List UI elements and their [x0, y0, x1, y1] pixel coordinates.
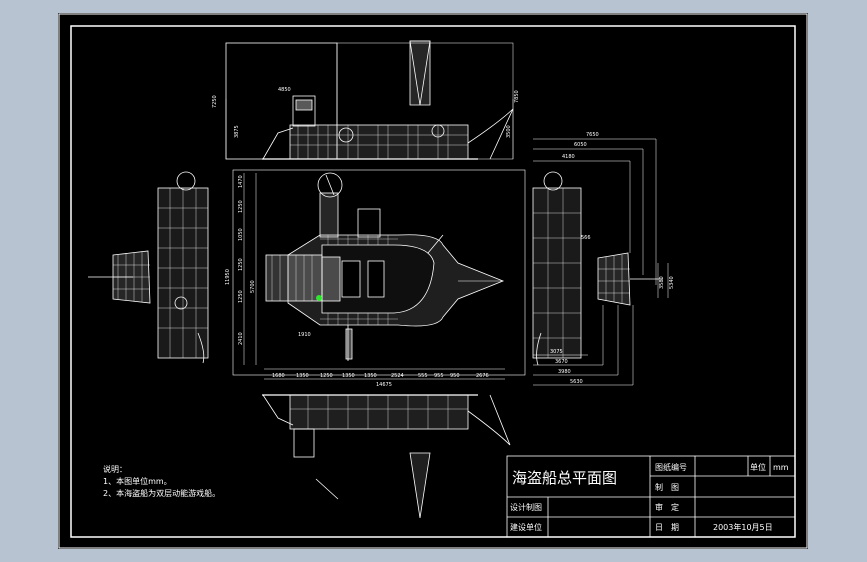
dim-plan-small: 1910	[298, 332, 311, 338]
svg-text:4180: 4180	[562, 154, 575, 160]
drawn-label: 制 图	[655, 482, 679, 492]
left-side-view	[88, 171, 209, 364]
date-label: 日 期	[655, 523, 679, 532]
svg-text:3670: 3670	[555, 359, 568, 365]
inner-border	[70, 25, 796, 538]
svg-text:7650: 7650	[586, 132, 599, 138]
svg-text:5630: 5630	[570, 379, 583, 385]
unit-label: 单位	[750, 462, 766, 472]
svg-text:955: 955	[434, 373, 444, 379]
svg-text:2410: 2410	[238, 332, 244, 345]
center-plan	[232, 169, 526, 380]
svg-text:1250: 1250	[320, 373, 333, 379]
drawing-sheet: 4850 7250 3875 7850 3500	[58, 13, 808, 549]
svg-text:950: 950	[450, 373, 460, 379]
svg-text:2676: 2676	[476, 373, 489, 379]
svg-text:1250: 1250	[238, 200, 244, 213]
svg-text:3580: 3580	[659, 276, 665, 289]
title-block	[506, 455, 796, 538]
notes-heading: 说明：	[103, 464, 127, 474]
svg-text:1350: 1350	[296, 373, 309, 379]
svg-text:1680: 1680	[272, 373, 285, 379]
svg-text:566: 566	[581, 235, 591, 241]
svg-text:2524: 2524	[391, 373, 404, 379]
svg-text:3075: 3075	[550, 349, 563, 355]
build-label: 建设单位	[510, 522, 542, 532]
bottom-elevation	[262, 394, 511, 519]
outer-border	[58, 13, 808, 549]
selection-marker[interactable]	[316, 295, 322, 301]
bottom-dimension-chain: 1680 1350 1250 1350 1350 2524 555 955 95…	[272, 373, 489, 388]
svg-text:11950: 11950	[225, 269, 231, 285]
svg-text:14675: 14675	[376, 382, 392, 388]
svg-text:3980: 3980	[558, 369, 571, 375]
dim-elev-height2: 7850	[514, 90, 520, 103]
svg-text:1250: 1250	[238, 258, 244, 271]
svg-text:1250: 1250	[238, 290, 244, 303]
cad-drawing: 4850 7250 3875 7850 3500	[58, 13, 808, 549]
dim-elev-width: 4850	[278, 87, 291, 93]
top-elevation	[225, 40, 514, 160]
notes: 说明： 1、本图单位mm。 2、本海盗船为双层动能游戏船。	[103, 464, 220, 498]
review-label: 审 定	[655, 502, 679, 512]
dim-elev-sub2: 3500	[506, 125, 512, 138]
svg-text:1470: 1470	[238, 175, 244, 188]
design-label: 设计制图	[510, 502, 542, 512]
unit-value: mm	[773, 463, 789, 472]
drawing-no-label: 图纸编号	[655, 462, 687, 472]
svg-text:5340: 5340	[669, 276, 675, 289]
right-side-view	[532, 138, 669, 386]
left-dimension-chain: 1470 1250 1050 1250 1250 2410 11950 5700	[225, 175, 256, 345]
svg-text:1350: 1350	[342, 373, 355, 379]
right-dimensions: 7650 6050 4180 566 3580 5340 3075 3670 3…	[550, 132, 675, 385]
date-value: 2003年10月5日	[713, 522, 773, 532]
svg-text:1350: 1350	[364, 373, 377, 379]
notes-line-2: 2、本海盗船为双层动能游戏船。	[103, 488, 220, 498]
dim-elev-sub: 3875	[234, 125, 240, 138]
svg-text:5700: 5700	[250, 280, 256, 293]
svg-text:555: 555	[418, 373, 428, 379]
svg-text:6050: 6050	[574, 142, 587, 148]
dim-elev-height: 7250	[212, 95, 218, 108]
drawing-title: 海盗船总平面图	[512, 469, 617, 487]
notes-line-1: 1、本图单位mm。	[103, 476, 172, 486]
svg-text:1050: 1050	[238, 228, 244, 241]
